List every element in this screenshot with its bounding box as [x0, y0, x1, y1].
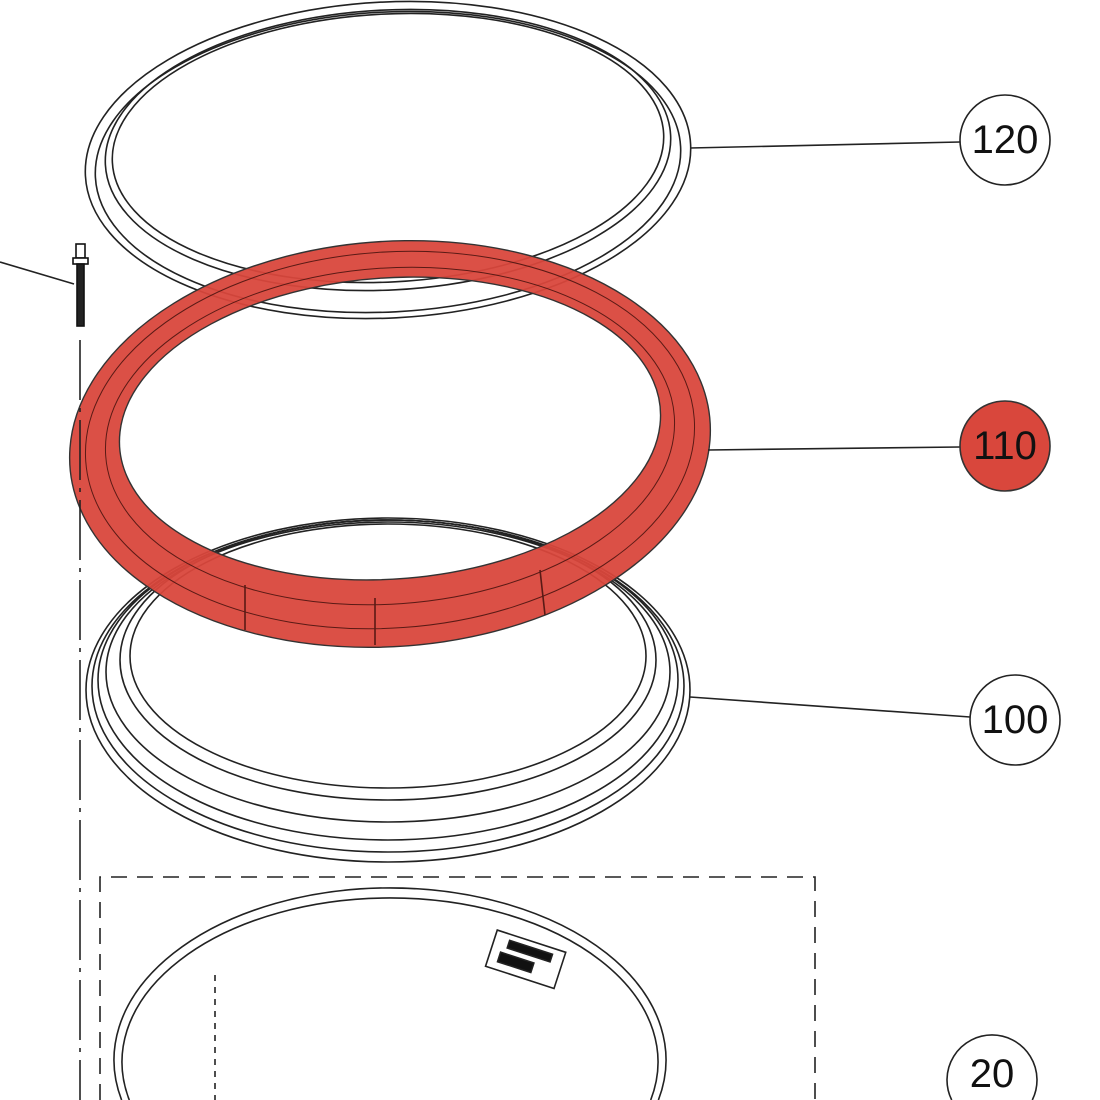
callout-110-label: 110 — [973, 424, 1037, 468]
callout-100-label: 100 — [982, 698, 1049, 742]
callout-110[interactable]: 110 — [959, 400, 1051, 492]
callout-20-label: 20 — [970, 1052, 1015, 1096]
callout-120[interactable]: 120 — [959, 94, 1051, 186]
part-110-ring[interactable] — [68, 231, 712, 649]
callout-100[interactable]: 100 — [969, 674, 1061, 766]
logo-label — [484, 929, 567, 990]
part-20-drum-head[interactable] — [113, 887, 667, 1100]
leader-line-bolt — [0, 261, 75, 285]
leader-line-120 — [689, 141, 961, 149]
part-20-group-box — [99, 876, 816, 1100]
part-100-ring[interactable] — [85, 517, 691, 863]
leader-line-110 — [707, 446, 961, 451]
leader-line-100 — [689, 696, 971, 718]
bolt[interactable] — [72, 243, 89, 327]
callout-120-label: 120 — [972, 118, 1039, 162]
callout-20[interactable]: 20 — [946, 1034, 1038, 1100]
part-120-ring[interactable] — [77, 0, 699, 334]
